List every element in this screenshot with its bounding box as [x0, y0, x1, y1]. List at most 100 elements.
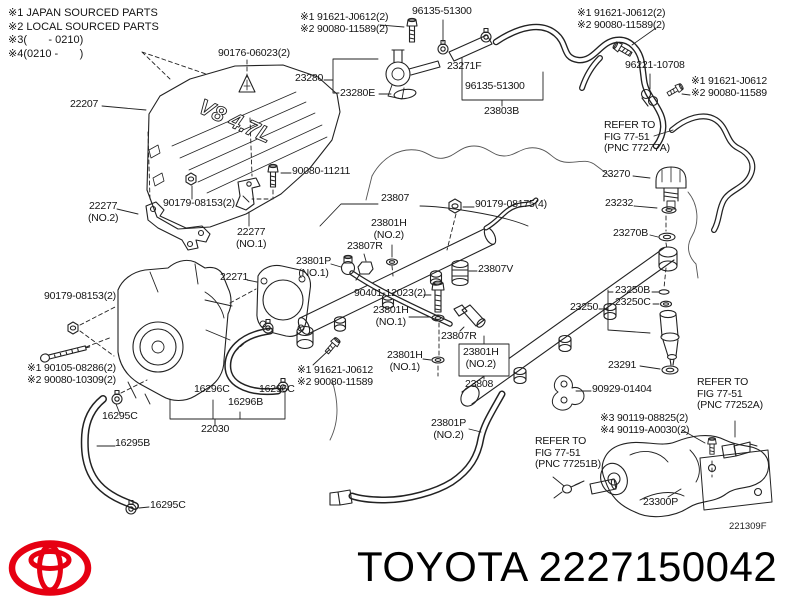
part-label-90080-11211: 90080-11211	[292, 165, 351, 177]
footer-part-number: TOYOTA 2227150042	[357, 543, 778, 590]
sourcing-legend: ※1 JAPAN SOURCED PARTS ※2 LOCAL SOURCED …	[8, 7, 159, 60]
part-label-23232: 23232	[605, 197, 634, 209]
part-label-23250B: 23250B	[615, 284, 651, 296]
hose-22030	[224, 327, 282, 396]
part-label-23801P: 23801P (NO.1)	[296, 255, 332, 279]
sensor-77252a-icon	[721, 441, 758, 459]
bracket-22277-no2	[145, 201, 211, 251]
part-label-23280E: 23280E	[340, 87, 376, 99]
part-label-23807V: 23807V	[478, 263, 514, 275]
part-label-23801H: 23801H (NO.1)	[373, 304, 409, 328]
damper-23807v	[451, 259, 469, 287]
part-label-22207: 22207	[70, 98, 99, 110]
part-label-23808: 23808	[465, 378, 494, 390]
part-label-23291: 23291	[608, 359, 637, 371]
sensor-77251b-icon	[553, 480, 585, 499]
bolt-91621-right-single	[666, 83, 684, 97]
sensor-23807r-icon	[355, 261, 374, 281]
part-label-16295C: 16295C	[102, 410, 138, 422]
part-label-23250C: 23250C	[615, 296, 651, 308]
part-label-23801P: 23801P (NO.2)	[431, 417, 467, 441]
bolt-90119-icon	[707, 437, 717, 455]
bracket-22277-no1	[235, 177, 261, 211]
grommet-23291	[661, 365, 679, 375]
part-label-23801H: 23801H (NO.2)	[463, 346, 499, 370]
part-label-23271F: 23271F	[447, 60, 482, 72]
part-label-96221-10708: 96221-10708	[625, 59, 685, 71]
part-label-90176-06023: 90176-06023(2)	[218, 47, 290, 59]
nut-90179-08153-b	[67, 321, 79, 335]
part-label-x1: ※1 90105-08286(2) ※2 90080-10309(2)	[27, 362, 116, 386]
part-label-23803B: 23803B	[484, 105, 520, 117]
bolt-91621-top-right	[612, 41, 633, 57]
part-label-22271: 22271	[220, 271, 249, 283]
grommet-23270b	[658, 232, 676, 242]
bolt-91621-center	[324, 337, 341, 355]
part-label-16295B: 16295B	[115, 437, 151, 449]
part-label-16295C: 16295C	[150, 499, 186, 511]
part-label-x1: ※1 91621-J0612(2) ※2 90080-11589(2)	[577, 7, 666, 31]
part-label-16296B: 16296B	[228, 396, 264, 408]
fuel-pipe-23801p-no2	[329, 390, 506, 506]
part-label-23801H: 23801H (NO.1)	[387, 349, 423, 373]
svg-text:V8 4.7L: V8 4.7L	[195, 94, 276, 148]
part-label-90179-08153: 90179-08153(2)	[44, 290, 116, 302]
part-label-x1: ※1 91621-J0612(2) ※2 90080-11589(2)	[300, 11, 389, 35]
part-label-90929-01404: 90929-01404	[592, 383, 652, 395]
part-label-x3: ※3 90119-08825(2) ※4 90119-A0030(2)	[600, 412, 690, 436]
fuel-pump-23300p	[553, 434, 773, 518]
vacuum-hose-16295b	[80, 395, 139, 510]
washer-23232	[661, 206, 677, 214]
hose-clamp-icons	[111, 318, 289, 515]
bolt-90080-11211	[267, 163, 279, 188]
elbow-96221	[640, 88, 659, 107]
part-label-90179-08175: 90179-08175(4)	[475, 198, 547, 210]
part-label-23807: 23807	[381, 192, 410, 204]
part-label-22030: 22030	[201, 423, 230, 435]
part-label-22277: 22277 (NO.2)	[88, 200, 119, 224]
bolt-90401	[431, 280, 445, 313]
part-label-23270: 23270	[602, 168, 631, 180]
bolt-91621-top-left	[406, 17, 418, 43]
bolt-90105	[39, 345, 91, 363]
group-box-23808	[458, 335, 510, 380]
part-label-22277: 22277 (NO.1)	[236, 226, 267, 250]
toyota-logo-icon	[8, 540, 92, 596]
clip-90176	[238, 74, 256, 93]
engine-outline	[329, 145, 699, 441]
part-label-x1: ※1 91621-J0612 ※2 90080-11589	[691, 75, 768, 99]
return-hose-77277a	[669, 113, 756, 233]
part-label-23807R: 23807R	[441, 330, 477, 342]
part-label-REFER: REFER TO FIG 77-51 (PNC 77252A)	[697, 376, 763, 411]
part-label-23801H: 23801H (NO.2)	[371, 217, 407, 241]
part-label-23280: 23280	[295, 72, 324, 84]
throttle-body	[117, 259, 233, 405]
part-label-x1: ※1 91621-J0612 ※2 90080-11589	[297, 364, 374, 388]
nut-90179-08175	[448, 198, 462, 214]
union-23808	[453, 304, 486, 328]
nut-90179-08153-a	[185, 172, 197, 186]
diagram-code: 221309F	[729, 521, 767, 532]
fuel-hose-23271f	[437, 27, 493, 62]
part-label-96135-51300: 96135-51300	[465, 80, 525, 92]
part-label-16296C: 16296C	[259, 383, 295, 395]
fuel-injector-23250	[658, 289, 680, 375]
part-label-REFER: REFER TO FIG 77-51 (PNC 77251B)	[535, 435, 601, 470]
leader-lines	[96, 19, 736, 509]
part-label-23807R: 23807R	[347, 240, 383, 252]
clamp-90929	[551, 375, 585, 411]
part-label-23270B: 23270B	[613, 227, 649, 239]
part-label-23250: 23250	[570, 301, 599, 313]
fuel-pressure-regulator	[385, 49, 441, 100]
check-valve-23270	[655, 166, 687, 242]
part-label-90401-12023: 90401-12023(2)	[354, 287, 426, 299]
washer-icons	[385, 258, 445, 364]
fuel-rail-left	[296, 197, 539, 350]
fuel-hose-23803b	[492, 23, 667, 150]
part-label-96135-51300: 96135-51300	[412, 5, 472, 17]
part-label-23300P: 23300P	[643, 496, 679, 508]
part-label-90179-08153: 90179-08153(2)	[163, 197, 235, 209]
part-label-16296C: 16296C	[194, 383, 230, 395]
